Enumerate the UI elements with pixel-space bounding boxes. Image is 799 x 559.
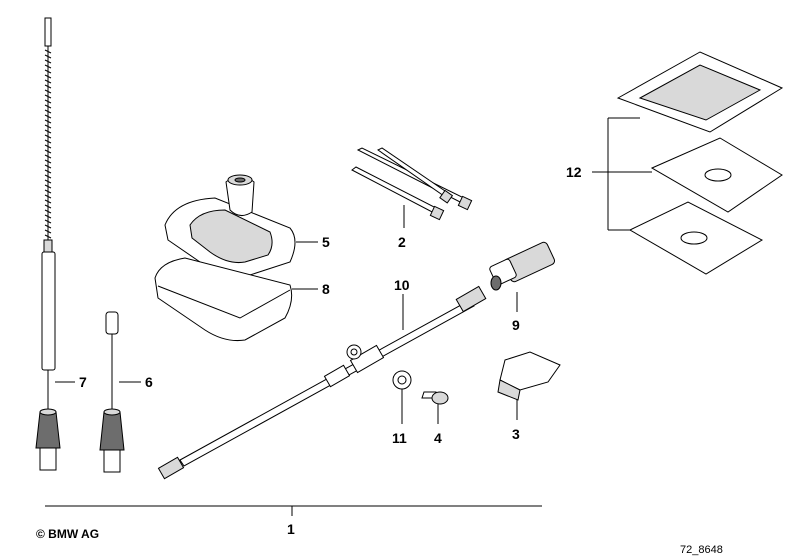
mast-winding	[44, 209, 52, 214]
callout-8: 8	[292, 281, 330, 297]
washer-part	[392, 370, 412, 390]
callout-8-label: 8	[322, 281, 330, 297]
foam-pad-part	[154, 257, 293, 341]
callout-9-label: 9	[512, 317, 520, 333]
mast-winding	[44, 139, 52, 144]
short-antenna-part	[99, 311, 125, 473]
mast-winding	[44, 214, 52, 219]
callout-11: 11	[392, 389, 407, 446]
callout-2: 2	[398, 205, 406, 250]
mast-winding	[44, 144, 52, 149]
callout-3: 3	[512, 400, 520, 442]
mast-winding	[44, 109, 52, 114]
mast-winding	[44, 99, 52, 104]
mast-winding	[44, 169, 52, 174]
callout-10: 10	[394, 277, 410, 330]
mast-winding	[44, 104, 52, 109]
mast-winding	[44, 204, 52, 209]
callout-3-label: 3	[512, 426, 520, 442]
copyright-text: © BMW AG	[36, 527, 99, 541]
callout-4: 4	[434, 404, 442, 446]
callout-12: 12	[566, 117, 652, 231]
mast-winding	[44, 149, 52, 154]
mast-winding	[44, 114, 52, 119]
mast-winding	[44, 59, 52, 64]
mast-winding	[44, 234, 52, 239]
callout-2-label: 2	[398, 234, 406, 250]
mast-winding	[44, 49, 52, 54]
mast-winding	[44, 79, 52, 84]
antenna-mast-part	[35, 17, 61, 471]
drawing-number: 72_8648	[680, 544, 723, 556]
callout-10-label: 10	[394, 277, 410, 293]
mast-winding	[44, 189, 52, 194]
mast-winding	[44, 159, 52, 164]
callout-12-label: 12	[566, 164, 582, 180]
mast-winding	[44, 199, 52, 204]
mast-winding	[44, 54, 52, 59]
mast-winding	[44, 194, 52, 199]
callout-9: 9	[512, 292, 520, 333]
antenna-base-part	[164, 174, 296, 277]
mast-winding	[44, 64, 52, 69]
mast-winding	[44, 94, 52, 99]
callout-7: 7	[55, 374, 87, 390]
mast-winding	[44, 124, 52, 129]
mast-winding	[44, 154, 52, 159]
callout-11-label: 11	[392, 430, 407, 446]
mast-winding	[44, 84, 52, 89]
mast-winding	[44, 119, 52, 124]
clip-part	[497, 351, 561, 401]
mast-winding	[44, 219, 52, 224]
callout-5-label: 5	[322, 234, 330, 250]
mast-winding	[44, 229, 52, 234]
mast-winding	[44, 74, 52, 79]
callout-1-label: 1	[287, 521, 295, 537]
mast-winding	[44, 179, 52, 184]
mast-winding	[44, 89, 52, 94]
callout-1: 1	[45, 505, 542, 537]
mast-winding	[44, 129, 52, 134]
antenna-cable-part	[157, 285, 487, 480]
screw-part	[421, 391, 449, 405]
mast-winding	[44, 184, 52, 189]
connector-part	[489, 241, 556, 291]
gasket-set-part	[616, 51, 784, 275]
callout-6: 6	[119, 374, 153, 390]
mast-winding	[44, 224, 52, 229]
callout-6-label: 6	[145, 374, 153, 390]
callout-5: 5	[296, 234, 330, 250]
callout-4-label: 4	[434, 430, 442, 446]
mast-winding	[44, 164, 52, 169]
mast-winding	[44, 69, 52, 74]
cable-ties-part	[351, 147, 473, 221]
mast-winding	[44, 134, 52, 139]
callout-7-label: 7	[79, 374, 87, 390]
mast-winding	[44, 174, 52, 179]
